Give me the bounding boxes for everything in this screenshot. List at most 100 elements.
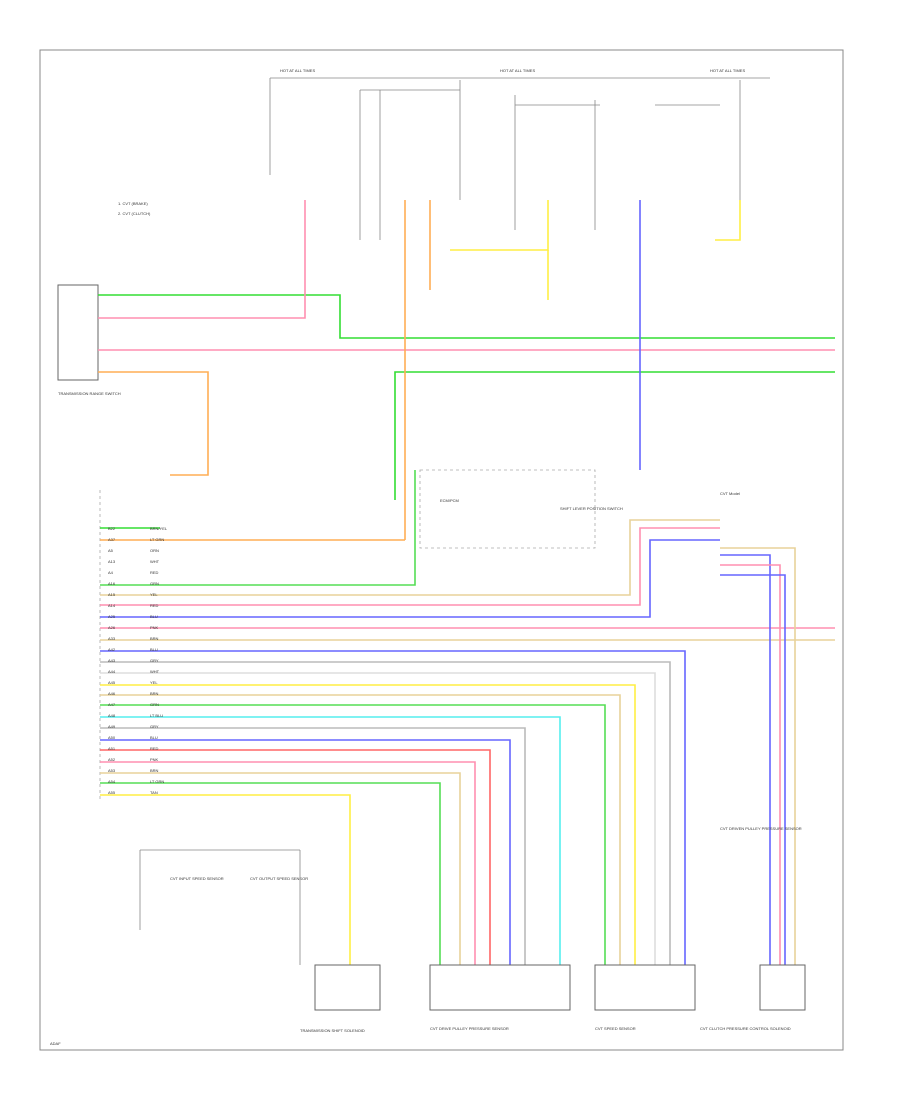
wire-blu-27 [100,739,511,965]
pin-wire-label: BRN/YEL [150,526,168,531]
diagram-frame [39,49,844,1051]
pin-label: A26 [108,625,116,630]
pin-label: A16 [108,581,116,586]
cvt-clutch-pressure-label: CVT CLUTCH PRESSURE CONTROL SOLENOID [700,1026,791,1031]
pin-label: A33 [108,636,116,641]
pin-label: A52 [108,757,116,762]
pin-wire-label: YEL [150,680,158,685]
pin-label: A49 [108,724,116,729]
pin-wire-label: GRY [150,724,159,729]
wire-wht-21 [100,672,656,965]
wire-blu-36 [720,574,786,965]
pin-wire-label: YEL [150,592,158,597]
wire-gry-20 [100,661,671,965]
pin-wire-label: WHT [150,669,160,674]
wire-tan-30 [100,772,461,965]
wire-yel-22 [100,684,636,965]
wire-grn-24 [100,704,606,965]
wire-tan-23 [100,694,621,965]
cvt-drive-pulley-box [429,964,571,1011]
hot-label-1: HOT AT ALL TIMES [280,68,315,73]
cvt-speed-sensor-box [594,964,696,1011]
wire-tan-35 [720,547,796,965]
wire-yel-7 [450,200,549,251]
wire-yel-32 [100,794,351,965]
pin-label: A53 [108,768,116,773]
pin-label: A14 [108,603,116,608]
wire-gry-26 [100,727,526,965]
pin-label: A4 [108,570,114,575]
wire-pnk-15 [100,527,720,606]
cvt-output-speed-label: CVT OUTPUT SPEED SENSOR [250,876,308,881]
wire-pnk-1 [98,200,306,319]
wire-group [98,200,835,965]
wire-blu-19 [100,650,686,965]
wire-grn-13 [100,470,416,586]
pin-wire-label: BRN [150,691,159,696]
switch-boxes [360,89,720,106]
pin-label: B22 [108,526,116,531]
pin-label: A50 [108,735,116,740]
pin-label: A54 [108,779,116,784]
transmission-range-switch-label: TRANSMISSION RANGE SWITCH [58,391,121,396]
cvt-output-box [759,964,806,1011]
pin-wire-label: PNK [150,757,159,762]
page-ref: ADAF [50,1041,61,1046]
wire-lt-blu-25 [100,716,561,965]
pin-label: A5 [108,548,114,553]
pin-label: A15 [108,592,116,597]
wire-blu-33 [720,554,771,965]
transmission-range-switch-box [57,284,99,381]
pin-wire-label: WHT [150,559,160,564]
pin-wire-label: TAN [150,790,158,795]
ecm-pcm-outline [99,469,596,800]
legend-cvt-clutch: 2. CVT (CLUTCH) [118,211,151,216]
transmission-shift-solenoid-box [314,964,381,1011]
hot-label-2: HOT AT ALL TIMES [500,68,535,73]
hot-label-3: HOT AT ALL TIMES [710,68,745,73]
cvt-driven-pulley-label: CVT DRIVEN PULLEY PRESSURE SENSOR [720,826,802,831]
pin-wire-label: BRN [150,636,159,641]
transmission-shift-solenoid-label: TRANSMISSION SHIFT SOLENOID [300,1028,365,1033]
pin-wire-label: GRY [150,658,159,663]
ground-lines [139,849,301,965]
pin-wire-label: RED [150,603,159,608]
cvt-input-speed-label: CVT INPUT SPEED SENSOR [170,876,224,881]
wire-red-28 [100,749,491,965]
wire-pnk-29 [100,761,476,965]
pin-wire-label: GRN [150,702,159,707]
wire-yel-10 [715,200,741,241]
wire-pnk-34 [720,564,781,965]
pin-label: A44 [108,669,116,674]
cvt-speed-sensor-label: CVT SPEED SENSOR [595,1026,636,1031]
pin-label: A51 [108,746,116,751]
pin-wire-label: BRN [150,768,159,773]
pin-wire-label: ORN [150,548,159,553]
wire-tan-14 [100,519,720,596]
pin-label: A55 [108,790,116,795]
pin-wire-label: LT GRN [150,779,164,784]
pin-wire-label: LT GRN [150,537,164,542]
pin-wire-label: PNK [150,625,159,630]
wire-blu-16 [100,539,720,618]
wire-grn-31 [100,782,441,965]
pin-wire-label: BLU [150,614,158,619]
pin-label: A43 [108,658,116,663]
pin-label: A47 [108,702,116,707]
pin-label: A13 [108,559,116,564]
pin-wire-label: GRN [150,581,159,586]
pin-wire-label: RED [150,570,159,575]
ecm-pcm-label: ECM/PCM [440,498,459,503]
pin-label: A46 [108,691,116,696]
pin-wire-label: BLU [150,647,158,652]
wire-orn-3 [98,371,209,476]
wire-lt-grn-0 [98,294,835,339]
wire-lt-grn-4 [394,371,835,500]
cvt-model-label: CVT Model [720,491,740,496]
pin-label: A48 [108,713,116,718]
legend-cvt-brake: 1. CVT (BRAKE) [118,201,148,206]
pin-label: A42 [108,647,116,652]
pin-wire-label: RED [150,746,159,751]
